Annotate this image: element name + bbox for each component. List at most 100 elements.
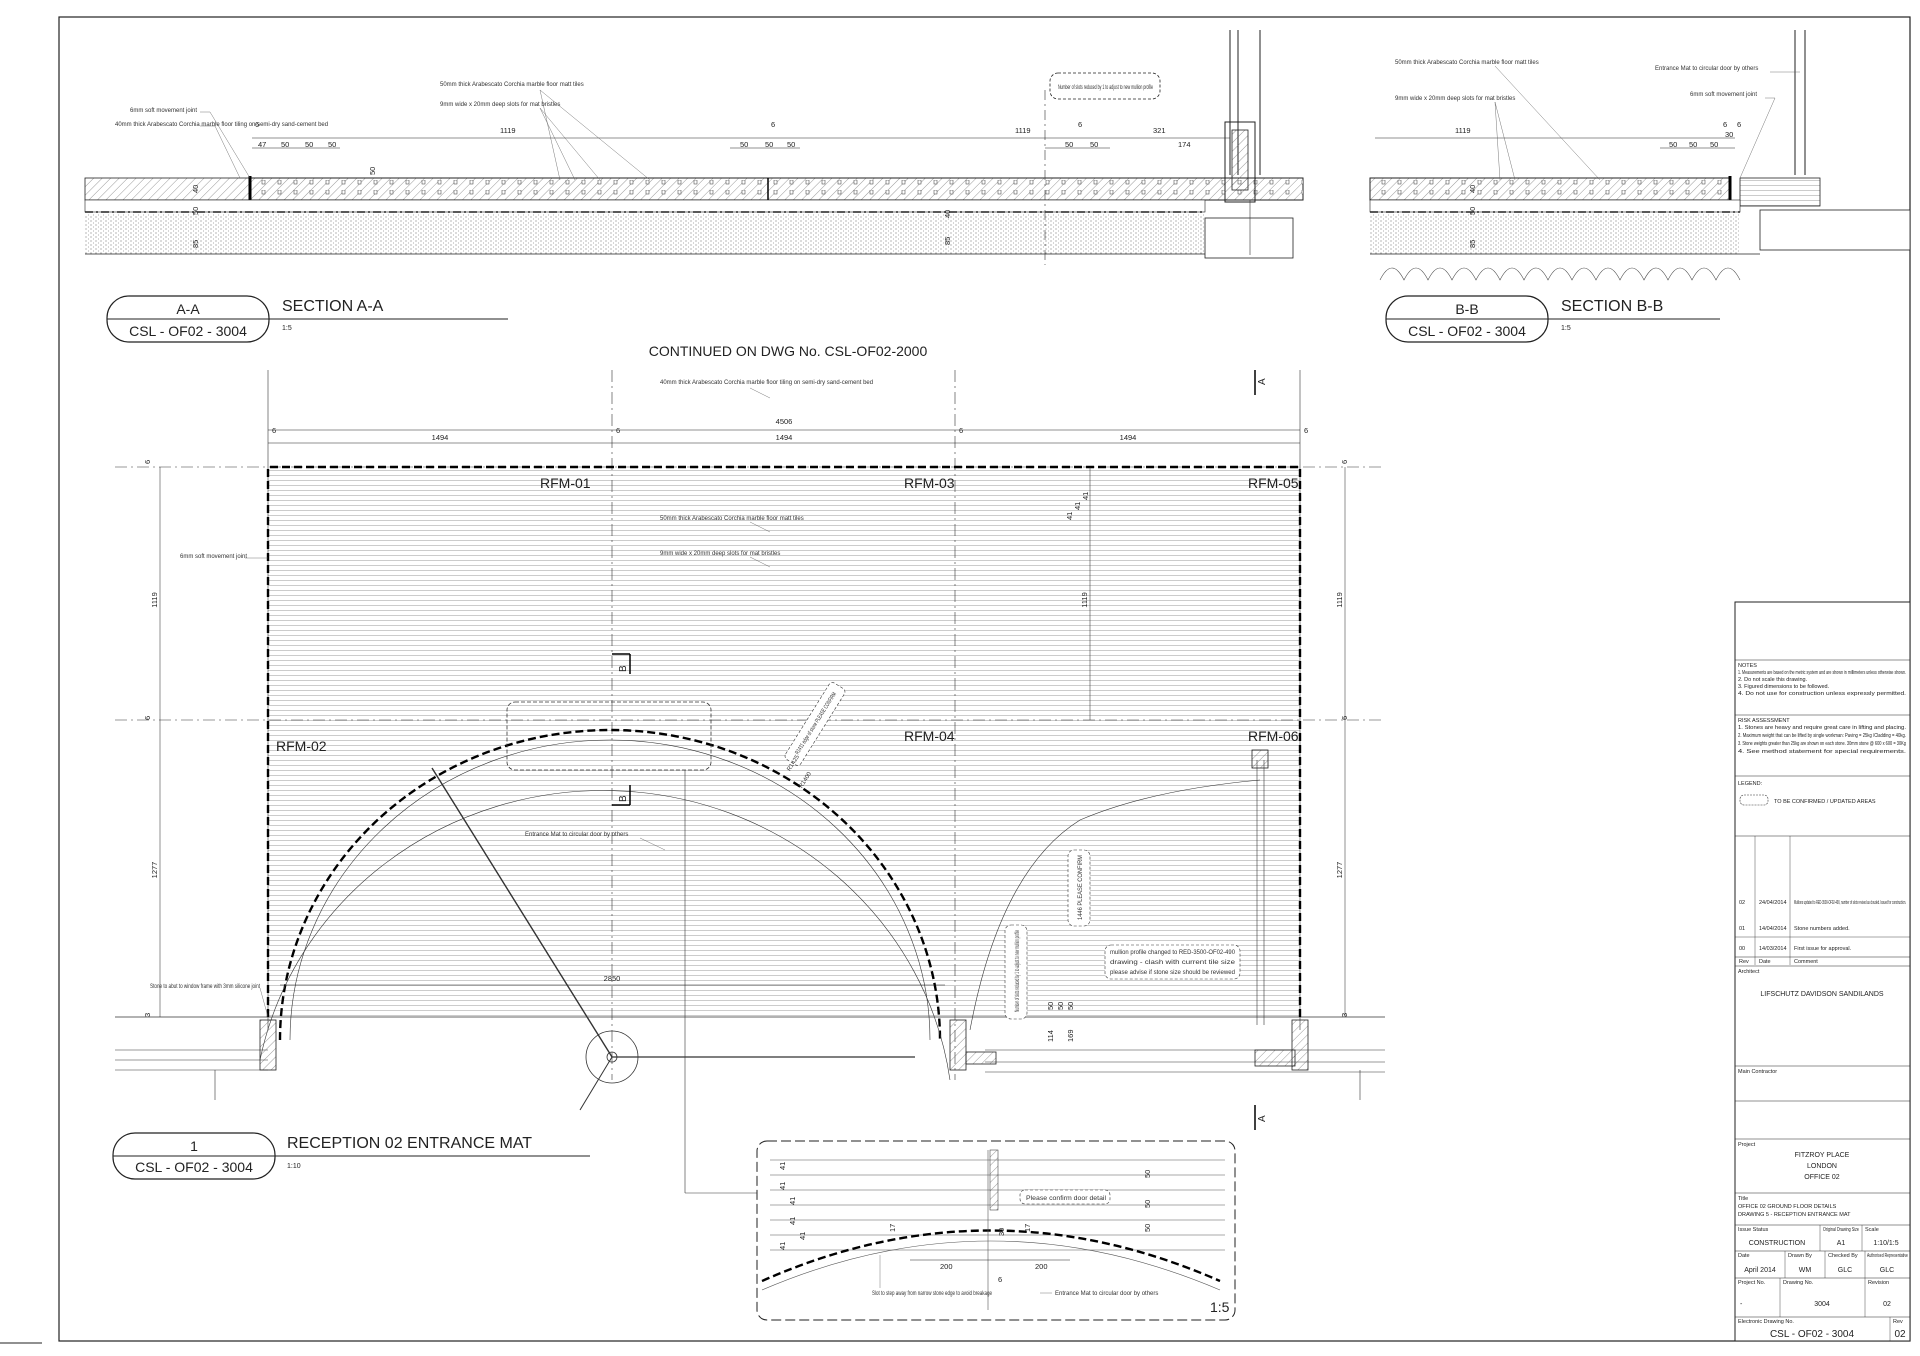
tile-rfm-05: RFM-05 <box>1248 475 1299 491</box>
bb-dim-6: 50 <box>1689 140 1697 149</box>
aa-dim-2: 1119 <box>500 126 516 135</box>
plan-note-tiling: 40mm thick Arabescato Corchia marble flo… <box>660 380 873 386</box>
detail-note-slot: Slot to step away from narrow stone edge… <box>872 1291 992 1297</box>
plan-ref-bottom: CSL - OF02 - 3004 <box>135 1159 253 1175</box>
tb-contractor-label: Main Contractor <box>1738 1069 1777 1075</box>
aa-title: SECTION A-A <box>282 298 384 315</box>
detail-scale: 1:5 <box>1210 1299 1230 1315</box>
tb-issue-status-label: Issue Status <box>1738 1227 1769 1233</box>
aa-dim-5: 6 <box>1078 120 1082 129</box>
plan-slots-note: Number of slots reduced by 1 to adjust t… <box>1015 930 1021 1012</box>
aa-note-reduced: Number of slots reduced by 1 to adjust t… <box>1058 85 1153 91</box>
plan-arc-width: 2850 <box>604 974 621 983</box>
tb-checked-label: Checked By <box>1828 1253 1858 1259</box>
tb-risk-4: 4. See method statement for special requ… <box>1738 749 1907 755</box>
plan-title: RECEPTION 02 ENTRANCE MAT <box>287 1135 532 1152</box>
plan-slot-dim-2: 41 <box>1073 502 1082 510</box>
aa-note-slots: 9mm wide x 20mm deep slots for mat brist… <box>440 102 560 108</box>
detail-dim-m2: 30 <box>997 1228 1006 1236</box>
detail-dim-b2: 200 <box>1035 1262 1048 1271</box>
tb-date: April 2014 <box>1744 1267 1776 1274</box>
plan-please-confirm: 1446 PLEASE CONFIRM <box>1078 855 1084 920</box>
tb-legend-head: LEGEND: <box>1738 781 1763 787</box>
aa-dim-s8: 50 <box>1065 140 1073 149</box>
plan-small-dim-50a: 50 <box>1046 1002 1055 1010</box>
plan-bottom-small-2: 3 <box>1340 1013 1349 1017</box>
detail-confirm-note: Please confirm door detail <box>1026 1196 1106 1202</box>
continued-note: CONTINUED ON DWG No. CSL-OF02-2000 <box>649 343 928 359</box>
tb-rev-2-comment: Stone numbers added. <box>1794 926 1850 932</box>
tb-project-label: Project <box>1738 1142 1756 1148</box>
detail-dim-l5: 41 <box>798 1232 807 1240</box>
aa-v2: 50 <box>191 207 200 215</box>
detail-dim-b1: 200 <box>940 1262 953 1271</box>
cut-marker-b-top: B <box>618 665 629 672</box>
section-aa-label: A-A CSL - OF02 - 3004 SECTION A-A 1:5 <box>106 295 508 343</box>
plan-mid-height: 1119 <box>1080 592 1089 608</box>
tb-title-label: Title <box>1738 1196 1748 1202</box>
tile-rfm-02: RFM-02 <box>276 738 327 754</box>
aa-dim-s6: 50 <box>765 140 773 149</box>
tb-authorised: GLC <box>1880 1267 1894 1274</box>
tb-rev-3-no: 00 <box>1739 946 1745 952</box>
plan-small-dim-50b: 50 <box>1056 1002 1065 1010</box>
detail-dim-m1: 17 <box>888 1224 897 1232</box>
plan-note-slots: 9mm wide x 20mm deep slots for mat brist… <box>660 551 780 557</box>
section-aa: 6 1119 6 1119 6 321 47 50 50 50 50 50 50… <box>84 30 1304 265</box>
tb-scale-label: Scale <box>1865 1227 1879 1233</box>
plan-view: 4506 1494 1494 1494 6 6 6 6 1119 1277 11… <box>115 370 1385 1194</box>
tb-drawn-label: Drawn By <box>1788 1253 1812 1259</box>
plan-note-mat: Entrance Mat to circular door by others <box>525 832 628 838</box>
tb-risk-head: RISK ASSESSMENT <box>1738 718 1790 724</box>
bb-dim-7: 50 <box>1710 140 1718 149</box>
cut-marker-a-bottom: A <box>1257 1115 1268 1122</box>
section-bb: 1119 6 6 30 50 50 50 40 50 85 50mm thick… <box>1369 30 1911 281</box>
bb-ref-bottom: CSL - OF02 - 3004 <box>1408 323 1526 339</box>
bb-v3: 85 <box>1468 240 1477 248</box>
plan-small-dim-50c: 50 <box>1066 1002 1075 1010</box>
bb-note-mat: Entrance Mat to circular door by others <box>1655 66 1758 72</box>
detail-dim-r3: 50 <box>1143 1224 1152 1232</box>
tb-electronic-rev: 02 <box>1894 1329 1906 1340</box>
tb-original-size-label: Original Drawing Size <box>1823 1227 1859 1233</box>
plan-height-4: 1277 <box>1335 862 1344 879</box>
tb-rev-label: Rev <box>1893 1319 1903 1325</box>
plan-width-2: 1494 <box>776 433 793 442</box>
tb-original-size: A1 <box>1837 1240 1846 1247</box>
plan-note-joint: 6mm soft movement joint <box>180 554 247 560</box>
tb-architect: LIFSCHUTZ DAVIDSON SANDILANDS <box>1760 991 1883 998</box>
aa-dim-s2: 50 <box>281 140 289 149</box>
tb-note-4: 4. Do not use for construction unless ex… <box>1738 691 1907 697</box>
tb-revision: 02 <box>1883 1301 1891 1308</box>
plan-slot-dim-1: 41 <box>1065 512 1074 520</box>
plan-width-3: 1494 <box>1120 433 1137 442</box>
tb-risk-1: 1. Stones are heavy and require great ca… <box>1738 725 1907 731</box>
aa-v1: 40 <box>191 185 200 193</box>
plan-scale: 1:10 <box>287 1163 301 1170</box>
aa-dim-4: 1119 <box>1015 126 1031 135</box>
aa-ref-top: A-A <box>176 301 200 317</box>
tb-rev-col-rev: Rev <box>1739 959 1749 965</box>
tb-drawing-no-label: Drawing No. <box>1783 1280 1814 1286</box>
tb-project-no-label: Project No. <box>1738 1280 1766 1286</box>
aa-v4: 50 <box>368 167 377 175</box>
plan-joint-1: 6 <box>272 426 276 435</box>
tb-rev-3-date: 14/03/2014 <box>1759 946 1787 952</box>
plan-side-small-4: 6 <box>1340 716 1349 720</box>
cut-marker-a-top: A <box>1257 378 1268 385</box>
tb-project-3: OFFICE 02 <box>1804 1174 1840 1181</box>
tb-note-2: 2. Do not scale this drawing. <box>1738 677 1808 683</box>
tb-project-1: FITZROY PLACE <box>1795 1152 1850 1159</box>
bb-note-tiles: 50mm thick Arabescato Corchia marble flo… <box>1395 60 1539 66</box>
bb-note-joint: 6mm soft movement joint <box>1690 92 1757 98</box>
tb-note-1: 1. Measurements are based on the metric … <box>1738 670 1906 676</box>
plan-note-abut: Stone to abut to window frame with 3mm s… <box>150 984 260 990</box>
tb-rev-2-no: 01 <box>1739 926 1745 932</box>
aa-dim-1: 6 <box>255 120 259 129</box>
plan-width-1: 1494 <box>432 433 449 442</box>
aa-note-tiling: 40mm thick Arabescato Corchia marble flo… <box>115 122 328 128</box>
plan-side-small-2: 6 <box>143 716 152 720</box>
plan-mullion-note-1: mullion profile changed to RED-3500-OF02… <box>1110 950 1236 956</box>
bb-dim-4: 30 <box>1725 130 1733 139</box>
